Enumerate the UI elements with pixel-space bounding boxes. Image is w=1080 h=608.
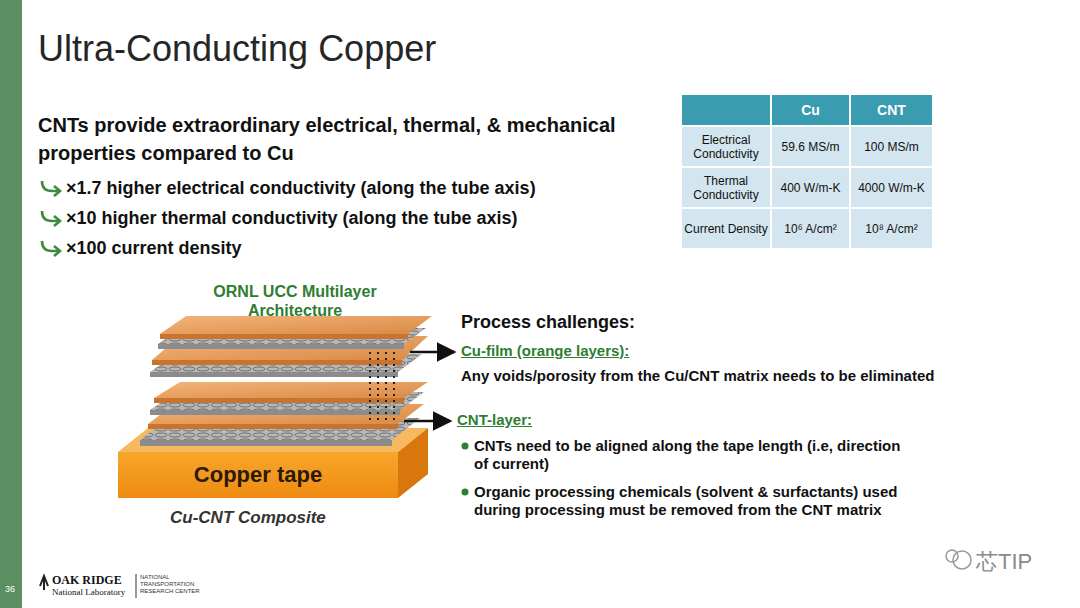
callout-heading: CNT-layer:	[457, 411, 532, 428]
logo-subtext: NATIONAL TRANSPORTATION RESEARCH CENTER	[140, 574, 210, 595]
callout-heading: Cu-film (orange layers):	[461, 342, 629, 359]
table-cell: 59.6 MS/m	[772, 127, 849, 166]
subtitle: CNTs provide extraordinary electrical, t…	[38, 111, 648, 167]
table-cell: 400 W/m-K	[772, 168, 849, 207]
watermark: 芯TIP	[976, 547, 1032, 577]
table-header-corner	[682, 95, 770, 125]
table-cell: Thermal Conductivity	[682, 168, 770, 207]
page-number: 36	[5, 584, 15, 594]
table-cell: 10⁸ A/cm²	[851, 209, 932, 248]
figure-caption: Cu-CNT Composite	[170, 508, 326, 528]
table-cell: CNT	[851, 95, 932, 125]
node-text: Copper tape	[194, 462, 322, 488]
copper-tape-slab: Copper tape	[118, 452, 398, 498]
figure-heading: ORNL UCC Multilayer Architecture	[170, 282, 420, 320]
table-cell: Cu	[772, 95, 849, 125]
bullet-text: ×10 higher thermal conductivity (along t…	[66, 208, 666, 229]
multilayer-illustration	[118, 316, 432, 498]
logo-divider	[136, 574, 137, 598]
bullet-text: ×1.7 higher electrical conductivity (alo…	[66, 178, 666, 199]
logo-text: National Laboratory	[52, 587, 125, 597]
leader-arrow	[404, 420, 450, 423]
watermark-icon	[946, 550, 958, 562]
table-cell: 10⁶ A/cm²	[772, 209, 849, 248]
callout-text: CNTs need to be aligned along the tape l…	[474, 437, 914, 473]
logo-mark	[40, 576, 48, 590]
bullet-text: ×100 current density	[66, 238, 666, 259]
bullet-dot	[462, 489, 469, 496]
leader-arrow	[410, 351, 454, 354]
table-cell: Current Density	[682, 209, 770, 248]
table-cell: Electrical Conductivity	[682, 127, 770, 166]
bullet-dot	[462, 443, 469, 450]
table-cell: 4000 W/m-K	[851, 168, 932, 207]
callout-text: Organic processing chemicals (solvent & …	[474, 483, 944, 519]
section-heading: Process challenges:	[461, 312, 635, 333]
callout-text: Any voids/porosity from the Cu/CNT matri…	[461, 367, 981, 385]
side-bar	[0, 0, 22, 608]
table-cell: 100 MS/m	[851, 127, 932, 166]
slide-title: Ultra-Conducting Copper	[38, 28, 436, 70]
bullet-arrows	[42, 181, 60, 256]
logo-text: OAK RIDGE	[52, 573, 122, 588]
